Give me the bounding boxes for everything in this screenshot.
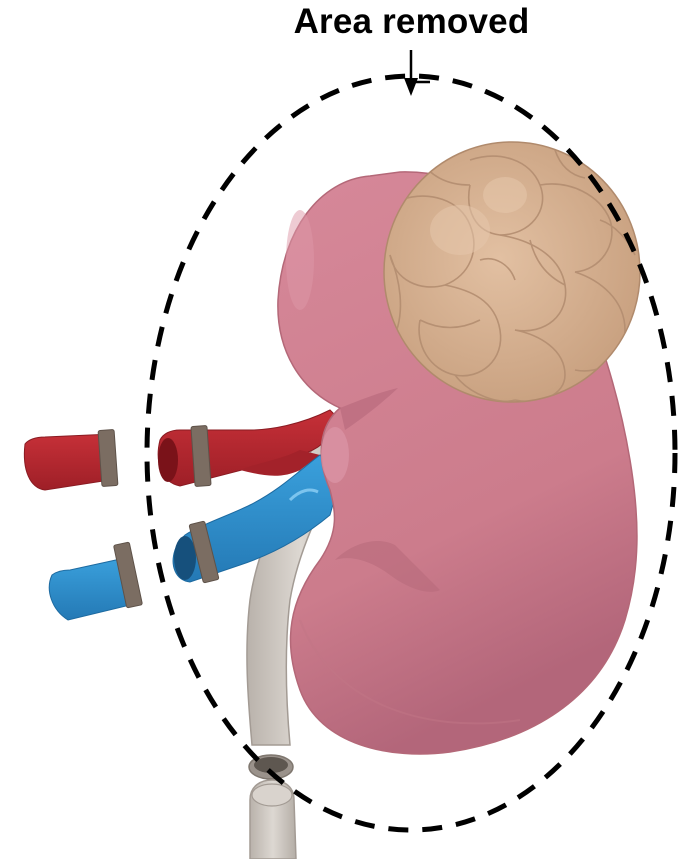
- tumor: [384, 142, 640, 402]
- label-pointer: [404, 50, 430, 96]
